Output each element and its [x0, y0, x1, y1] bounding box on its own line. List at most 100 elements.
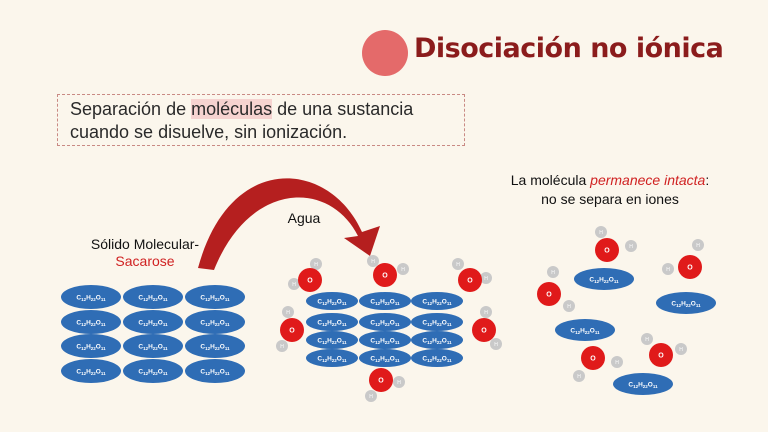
- molecule-formula: C12H22O11: [589, 277, 619, 285]
- hydrogen-atom: [310, 258, 322, 270]
- formula-subscript: 22: [332, 340, 338, 345]
- dissolving-molecule: C12H22O11: [306, 331, 358, 349]
- water-label: Agua: [287, 210, 321, 226]
- hydrogen-atom: [276, 340, 288, 352]
- formula-subscript: 22: [437, 322, 443, 327]
- sucrose-molecule: [185, 359, 245, 383]
- sucrose-molecule: [411, 313, 463, 331]
- formula-element: C: [422, 299, 427, 306]
- formula-element: O: [390, 338, 395, 345]
- formula-element: H: [432, 299, 437, 306]
- sucrose-molecule: [306, 349, 358, 367]
- formula-element: C: [317, 299, 322, 306]
- formula-element: C: [370, 320, 375, 327]
- sucrose-molecule: [61, 359, 121, 383]
- formula-element: C: [138, 320, 143, 327]
- hydrogen-label: H: [484, 276, 488, 282]
- molecule-formula: C12H22O11: [370, 356, 400, 364]
- formula-element: O: [442, 338, 447, 345]
- formula-element: H: [210, 320, 215, 327]
- formula-subscript: 22: [604, 279, 610, 284]
- hydrogen-atom: [692, 239, 704, 251]
- molecule-formula: C12H22O11: [370, 338, 400, 346]
- formula-subscript: 11: [163, 297, 168, 302]
- intact-text-b: :: [705, 172, 710, 188]
- sucrose-molecule: [185, 285, 245, 309]
- intact-note-line-2: no se separa en iones: [541, 191, 679, 207]
- oxygen-atom: [280, 318, 304, 342]
- formula-element: O: [337, 338, 342, 345]
- formula-subscript: 12: [322, 322, 328, 327]
- sucrose-molecule: [359, 292, 411, 310]
- formula-subscript: 12: [205, 297, 211, 302]
- dissolving-molecule: C12H22O11: [411, 331, 463, 349]
- formula-subscript: 22: [332, 358, 338, 363]
- water-molecule: HHO: [595, 226, 637, 262]
- formula-element: O: [442, 356, 447, 363]
- formula-subscript: 22: [215, 322, 221, 327]
- intact-text-a: La molécula: [510, 172, 591, 188]
- oxygen-atom: [581, 346, 605, 370]
- hydrogen-label: H: [666, 267, 670, 273]
- formula-element: C: [76, 320, 81, 327]
- definition-text-a: Separación de: [70, 99, 192, 119]
- molecule-formula: C12H22O11: [317, 320, 347, 328]
- dispersed-molecule: C12H22O11: [656, 292, 716, 314]
- formula-element: C: [422, 320, 427, 327]
- hydrogen-atom: [573, 370, 585, 382]
- oxygen-atom: [678, 255, 702, 279]
- molecule-formula: C12H22O11: [138, 344, 168, 352]
- molecule-formula: C12H22O11: [570, 328, 600, 336]
- oxygen-label: O: [658, 353, 664, 360]
- formula-subscript: 22: [153, 371, 159, 376]
- hydrogen-label: H: [314, 262, 318, 268]
- formula-subscript: 11: [395, 358, 400, 363]
- sucrose-molecule: [306, 292, 358, 310]
- molecule-formula: C12H22O11: [317, 356, 347, 364]
- formula-subscript: 12: [143, 346, 149, 351]
- formula-subscript: 11: [395, 301, 400, 306]
- formula-element: H: [432, 356, 437, 363]
- oxygen-label: O: [590, 356, 596, 363]
- formula-element: C: [370, 299, 375, 306]
- sucrose-molecule: [61, 334, 121, 358]
- formula-element: O: [390, 356, 395, 363]
- formula-subscript: 22: [385, 322, 391, 327]
- formula-element: O: [442, 320, 447, 327]
- formula-subscript: 12: [322, 301, 328, 306]
- hydrogen-atom: [611, 356, 623, 368]
- formula-element: H: [210, 344, 215, 351]
- formula-subscript: 22: [385, 340, 391, 345]
- formula-subscript: 11: [595, 330, 600, 335]
- hydrogen-atom: [662, 263, 674, 275]
- sucrose-molecule: [411, 331, 463, 349]
- molecule-formula: C12H22O11: [76, 295, 106, 303]
- formula-subscript: 22: [215, 346, 221, 351]
- sucrose-molecule: [306, 313, 358, 331]
- formula-element: H: [432, 338, 437, 345]
- dissolving-molecule: C12H22O11: [411, 292, 463, 310]
- hydrogen-atom: [480, 272, 492, 284]
- formula-element: O: [337, 356, 342, 363]
- formula-subscript: 22: [385, 301, 391, 306]
- formula-element: O: [220, 344, 225, 351]
- solid-label-line-1: Sólido Molecular-: [90, 236, 200, 252]
- formula-element: C: [76, 344, 81, 351]
- formula-element: H: [210, 295, 215, 302]
- oxygen-atom: [649, 343, 673, 367]
- formula-element: O: [158, 295, 163, 302]
- molecule-formula: C12H22O11: [200, 295, 230, 303]
- solid-lattice-molecule: C12H22O11: [185, 310, 245, 334]
- formula-subscript: 22: [437, 301, 443, 306]
- formula-element: O: [337, 320, 342, 327]
- formula-element: H: [432, 320, 437, 327]
- formula-element: C: [138, 295, 143, 302]
- molecule-formula: C12H22O11: [200, 369, 230, 377]
- oxygen-label: O: [307, 278, 313, 285]
- hydrogen-label: H: [292, 282, 296, 288]
- solid-lattice-molecule: C12H22O11: [123, 285, 183, 309]
- formula-subscript: 11: [163, 322, 168, 327]
- oxygen-label: O: [687, 265, 693, 272]
- formula-element: C: [76, 369, 81, 376]
- formula-element: H: [148, 344, 153, 351]
